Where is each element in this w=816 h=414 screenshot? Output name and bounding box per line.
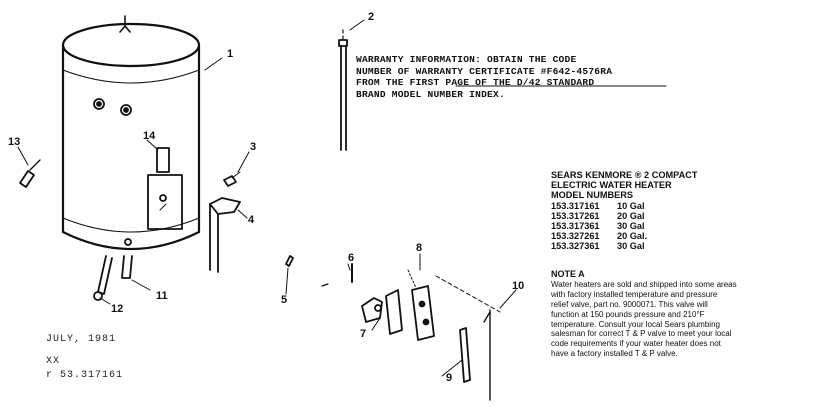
tank-fittings <box>93 98 132 116</box>
model-row: 153.317261 20 Gal <box>551 211 731 221</box>
model-capacity: 30 Gal <box>617 221 645 232</box>
warranty-line: BRAND MODEL NUMBER INDEX. <box>356 88 505 100</box>
note-line: have a factory installed T & P valve. <box>551 349 678 359</box>
callout-3: 3 <box>250 141 257 153</box>
fitting-5 <box>285 255 294 267</box>
thermostat-cover-panel <box>147 147 183 230</box>
callout-4: 4 <box>248 214 255 226</box>
footer-model: r 53.317161 <box>46 370 124 381</box>
model-number: 153.317161 <box>551 200 600 211</box>
model-row: 153.327361 30 Gal <box>551 241 731 251</box>
anode-rod-2 <box>338 29 348 151</box>
model-capacity: 30 Gal <box>617 241 645 252</box>
callout-1: 1 <box>227 48 234 60</box>
callout-7: 7 <box>360 328 367 340</box>
bottom-pipes <box>93 238 133 301</box>
thermostat-assembly <box>361 269 435 341</box>
callout-12: 12 <box>111 303 124 315</box>
note-line: relief valve, part no. 9000071. This val… <box>551 299 708 309</box>
model-capacity: 20 Gal. <box>617 231 648 242</box>
note-line: salesman for correct T & P valve to meet… <box>551 329 732 339</box>
model-header-line: MODEL NUMBERS <box>551 190 634 201</box>
model-numbers-block: SEARS KENMORE ® 2 COMPACT ELECTRIC WATER… <box>551 170 731 252</box>
callout-13: 13 <box>8 136 21 148</box>
footer-code: XX <box>46 356 61 367</box>
water-heater-tank <box>61 15 201 250</box>
drain-valve-13 <box>19 159 41 188</box>
callout-6: 6 <box>348 252 355 264</box>
callout-11: 11 <box>156 290 168 302</box>
model-header-line: SEARS KENMORE ® 2 COMPACT <box>551 170 698 180</box>
model-row: 153.317161 10 Gal <box>551 201 731 211</box>
model-capacity: 20 Gal <box>617 210 645 221</box>
callout-2: 2 <box>368 11 375 23</box>
note-line: temperature. Consult your local Sears pl… <box>551 319 720 329</box>
model-capacity: 10 Gal <box>617 200 645 211</box>
note-line: function at 150 pounds pressure and 210°… <box>551 309 705 319</box>
model-number: 153.317261 <box>551 210 600 221</box>
note-a: NOTE A Water heaters are sold and shippe… <box>551 269 791 359</box>
footer-date: JULY, 1981 <box>46 334 117 345</box>
fitting-6 <box>321 263 353 287</box>
warranty-line: WARRANTY INFORMATION: OBTAIN THE CODE <box>356 54 577 65</box>
callout-8: 8 <box>416 242 423 254</box>
model-row: 153.327261 20 Gal. <box>551 231 731 241</box>
callout-14: 14 <box>143 130 156 142</box>
mounting-bracket <box>209 171 241 273</box>
model-number: 153.327361 <box>551 241 600 252</box>
warranty-line: FROM THE FIRST PAGE OF THE D/42 STANDARD <box>356 77 595 88</box>
note-line: with factory installed temperature and p… <box>551 289 718 299</box>
warranty-line: NUMBER OF WARRANTY CERTIFICATE #F642-457… <box>356 65 613 77</box>
model-row: 153.317361 30 Gal <box>551 221 731 231</box>
warranty-information: WARRANTY INFORMATION: OBTAIN THE CODE NU… <box>356 54 686 100</box>
callout-10: 10 <box>512 280 525 292</box>
leader-lines <box>17 19 517 377</box>
note-line: Water heaters are sold and shipped into … <box>551 279 737 289</box>
heating-element <box>435 275 501 401</box>
model-number: 153.327261 <box>551 231 600 242</box>
callout-9: 9 <box>446 372 453 384</box>
note-line: code requirements if your water heater d… <box>551 339 721 349</box>
model-header-line: ELECTRIC WATER HEATER <box>551 180 672 191</box>
callout-5: 5 <box>281 294 288 306</box>
note-title: NOTE A <box>551 269 585 279</box>
model-number: 153.317361 <box>551 221 600 232</box>
